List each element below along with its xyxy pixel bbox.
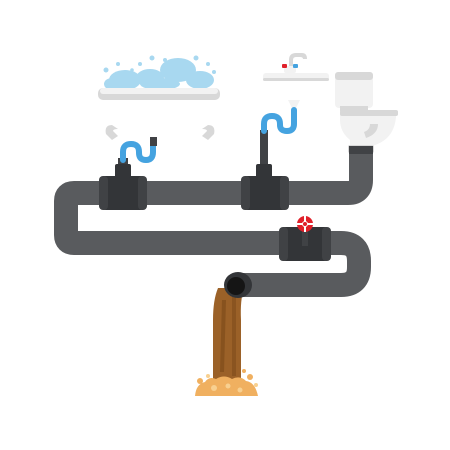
- sewage-stream: [213, 288, 244, 380]
- pipe-outlet: [224, 272, 252, 298]
- pipe-body: [54, 150, 373, 297]
- bathtub-hose-icon: [120, 139, 156, 164]
- faucet-hot-knob-icon: [282, 64, 287, 68]
- splash-icon: [195, 369, 258, 396]
- sink-hose-icon: [261, 107, 297, 135]
- coupling-middle: [241, 164, 289, 210]
- coupling-valve: [279, 216, 331, 261]
- sewer-pipe: [54, 146, 373, 297]
- bathtub-drain-right-icon: [202, 125, 215, 140]
- sink: [263, 53, 329, 108]
- faucet-cold-knob-icon: [293, 64, 298, 68]
- bathtub: [98, 55, 220, 140]
- bathtub-drain-left-icon: [105, 125, 118, 140]
- coupling-left: [99, 164, 147, 210]
- toilet: [335, 72, 398, 153]
- couplings: [99, 164, 331, 261]
- sewage-outflow: [195, 272, 258, 396]
- sink-riser-pipe: [260, 130, 268, 176]
- bathtub-foam-icon: [103, 55, 216, 90]
- red-valve-handle-icon: [297, 216, 313, 232]
- faucet-icon: [289, 53, 307, 72]
- toilet-tank: [335, 72, 373, 108]
